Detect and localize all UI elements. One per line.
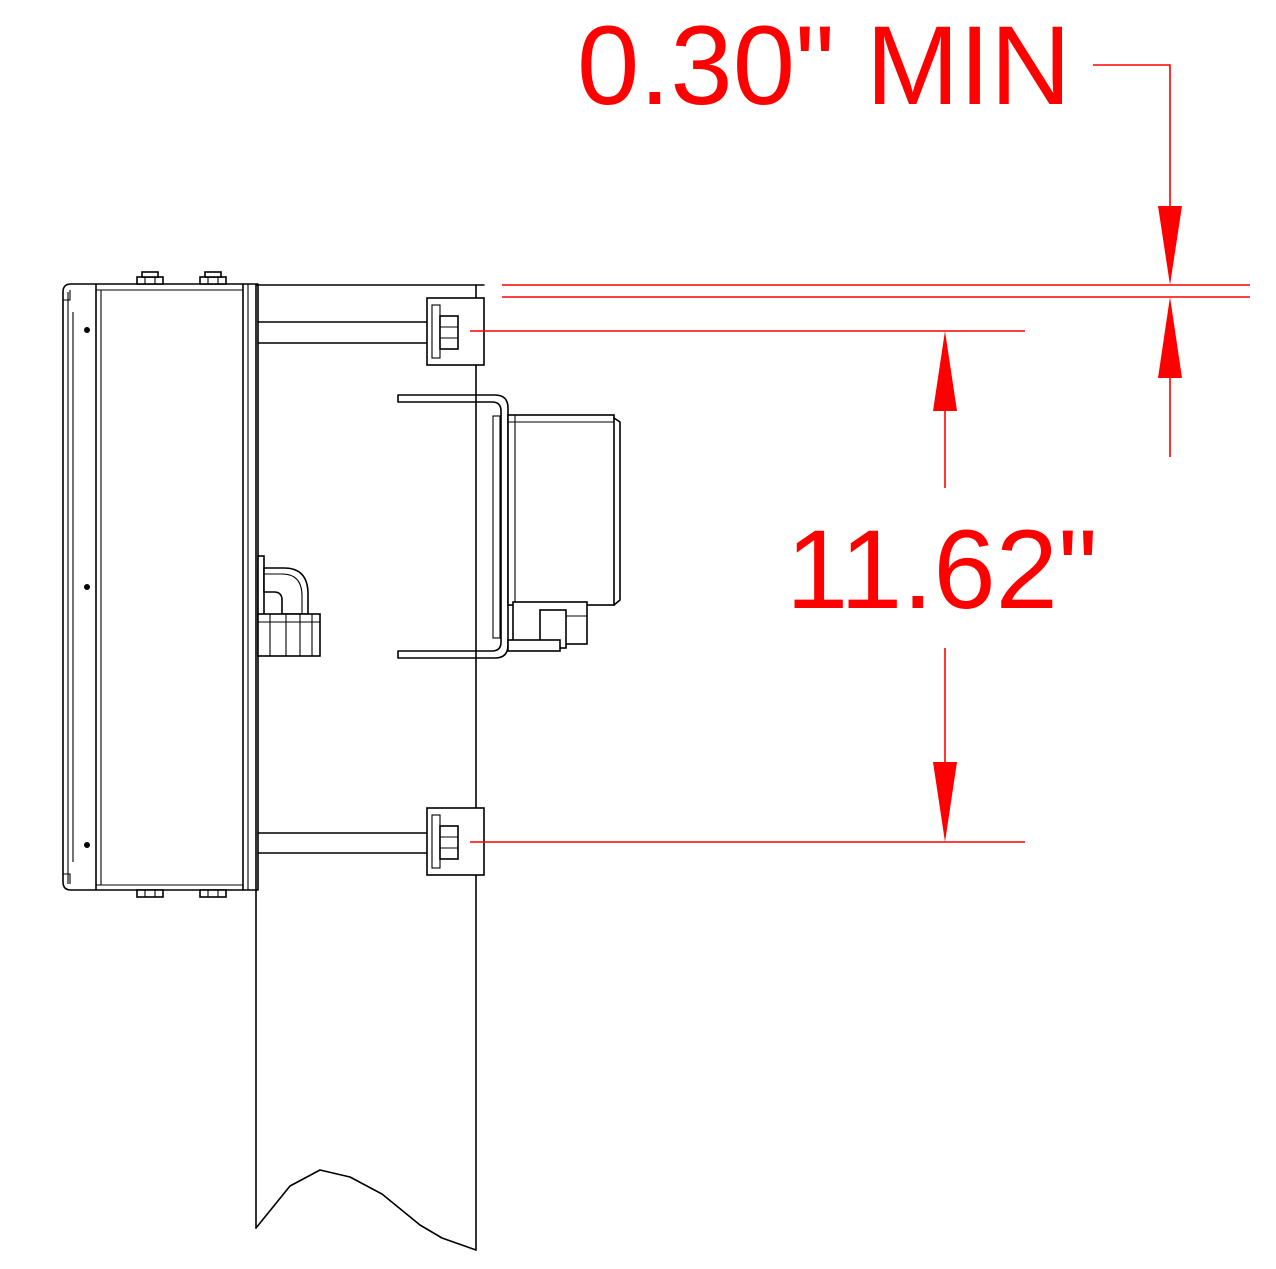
pole-break-line <box>255 1169 477 1251</box>
spacing-arrow-up <box>933 331 957 411</box>
clearance-label: 0.30" MIN <box>577 3 1071 128</box>
clearance-arrow-up <box>1158 297 1182 378</box>
clearance-arrow-down <box>1158 206 1182 285</box>
bottom-bolt <box>136 889 164 898</box>
mounting-bracket <box>397 394 509 659</box>
clearance-leader <box>1093 64 1171 206</box>
top-bolt <box>199 271 227 285</box>
pole <box>255 284 485 1251</box>
sensor-device <box>507 414 621 652</box>
clearance-dimension: 0.30" MIN <box>502 3 1250 457</box>
door-screw <box>84 584 90 590</box>
upper-clamp <box>257 297 485 366</box>
conduit-elbow <box>257 555 321 657</box>
door-screw <box>84 842 90 848</box>
bottom-bolt <box>199 889 227 898</box>
bolt-spacing-dimension: 11.62" <box>470 330 1098 843</box>
spacing-arrow-down <box>933 762 957 842</box>
door-screw <box>84 327 90 333</box>
spacing-label: 11.62" <box>786 507 1098 632</box>
enclosure <box>62 271 259 898</box>
top-bolt <box>136 271 164 285</box>
lower-clamp <box>257 807 485 876</box>
